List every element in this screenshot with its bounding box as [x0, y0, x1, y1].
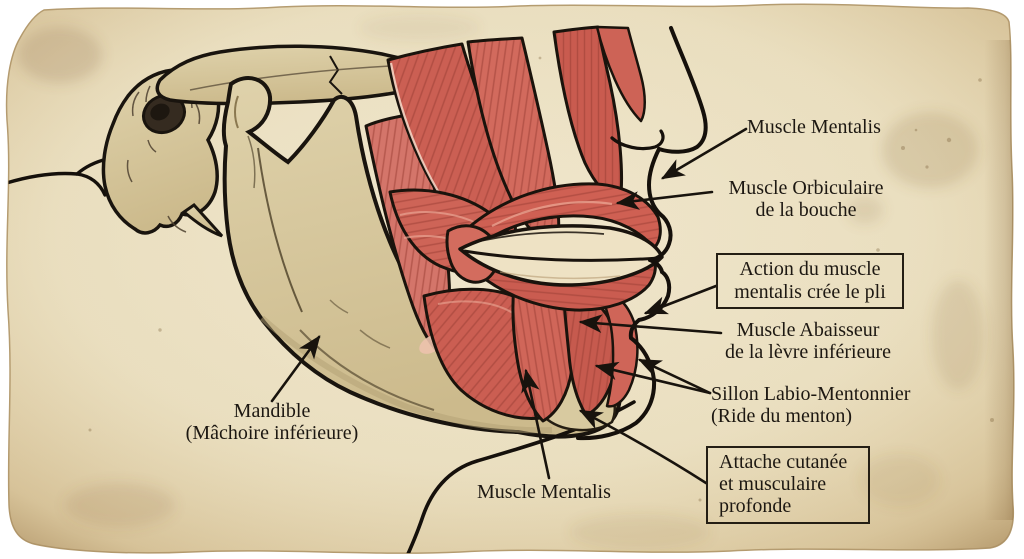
face-profile-outline: [576, 26, 708, 441]
label-text: de la lèvre inférieure: [724, 341, 891, 363]
label-text: profonde: [719, 495, 792, 517]
label-text: et musculaire: [719, 473, 827, 495]
label-mandible: Mandible (Mâchoire inférieure): [166, 400, 378, 444]
label-text: mentalis crée le pli: [734, 281, 886, 303]
label-text: Action du muscle: [739, 258, 881, 280]
label-muscle-orbiculaire: Muscle Orbiculaire de la bouche: [700, 177, 912, 221]
label-text: de la bouche: [755, 199, 857, 221]
leader-abaisseur: [578, 314, 723, 335]
nasal-muscle: [552, 25, 646, 204]
label-text: Muscle Mentalis: [747, 116, 881, 138]
leader-muscle-mentalis-top: [660, 127, 748, 180]
label-muscle-abaisseur: Muscle Abaisseur de la lèvre inférieure: [696, 319, 920, 363]
ear-canal: [142, 93, 186, 135]
label-text: Muscle Mentalis: [477, 481, 611, 503]
label-box-attache-cutanee: Attache cutanée et musculaire profonde: [706, 446, 870, 524]
leader-sillon-2: [594, 361, 712, 395]
leader-attache-box: [578, 409, 708, 485]
label-text: Muscle Orbiculaire: [728, 177, 884, 199]
label-sillon-labio-mentonnier: Sillon Labio-Mentonnier (Ride du menton): [711, 383, 910, 427]
leader-action-box: [643, 284, 718, 315]
label-text: (Mâchoire inférieure): [185, 422, 359, 444]
muscle-group: [364, 25, 664, 432]
leader-lines: [270, 127, 748, 485]
label-text: Attache cutanée: [719, 451, 848, 473]
label-muscle-mentalis-top: Muscle Mentalis: [747, 116, 881, 138]
leader-orbiculaire: [615, 190, 714, 210]
label-text: Mandible: [233, 400, 311, 422]
label-box-action-muscle: Action du muscle mentalis crée le pli: [716, 253, 904, 309]
neck-outline: [406, 400, 636, 554]
label-text: (Ride du menton): [711, 405, 853, 427]
label-muscle-mentalis-bottom: Muscle Mentalis: [477, 481, 611, 503]
leader-muscle-mentalis-bottom: [521, 368, 551, 480]
leader-sillon-1: [637, 358, 712, 395]
label-text: Sillon Labio-Mentonnier: [711, 383, 911, 405]
leader-mandible: [270, 335, 321, 403]
label-text: Muscle Abaisseur: [736, 319, 880, 341]
